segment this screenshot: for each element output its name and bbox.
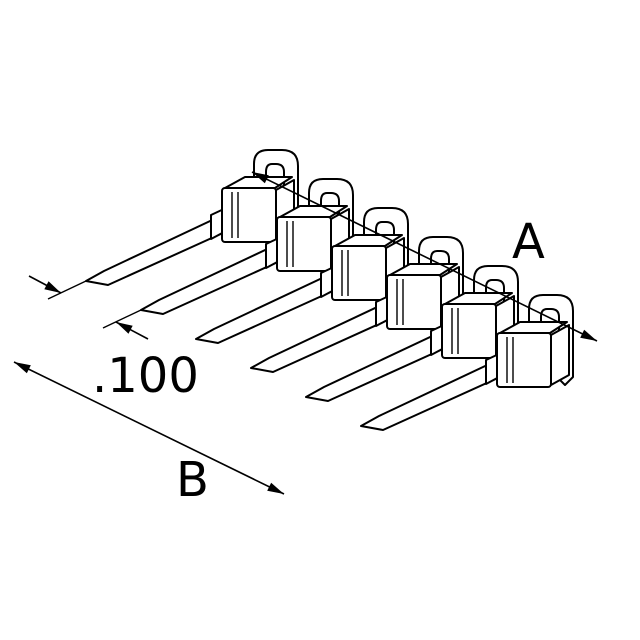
extension-line-pin2 — [102, 309, 142, 329]
dimension-a-line — [251, 171, 598, 342]
dimension-b: B — [13, 361, 285, 508]
dimension-a-label: A — [512, 214, 545, 270]
extension-line-pin1 — [47, 280, 87, 300]
dimension-a: A — [251, 171, 598, 342]
pitch-label: .100 — [92, 348, 199, 404]
pitch-arrow-right — [115, 321, 149, 340]
dimension-b-label: B — [176, 452, 209, 508]
pitch-dimension: .100 — [28, 275, 199, 404]
dimension-b-line — [13, 361, 285, 495]
pitch-arrow-left — [28, 275, 62, 294]
